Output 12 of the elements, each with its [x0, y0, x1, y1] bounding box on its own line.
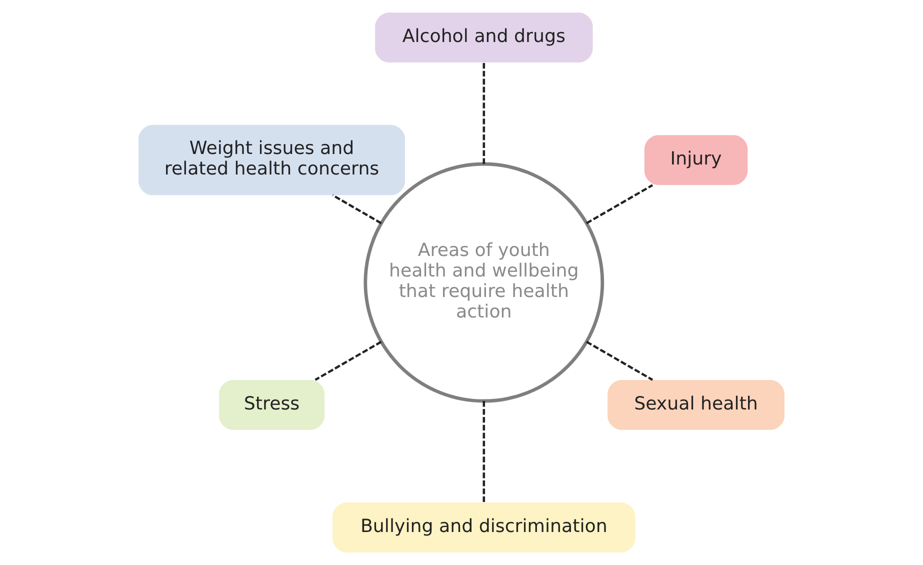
- node-box: Alcohol and drugs: [375, 12, 593, 62]
- connector: [586, 340, 654, 381]
- node-box: Bullying and discrimination: [332, 502, 636, 552]
- connector: [586, 184, 654, 224]
- connector: [482, 62, 486, 164]
- node-box: Weight issues and related health concerns: [138, 124, 406, 196]
- node-box: Sexual health: [608, 380, 784, 430]
- node-box: Injury: [644, 135, 748, 185]
- node-box: Stress: [219, 380, 324, 430]
- connector: [314, 340, 382, 381]
- connector: [332, 194, 382, 224]
- connector: [482, 401, 486, 502]
